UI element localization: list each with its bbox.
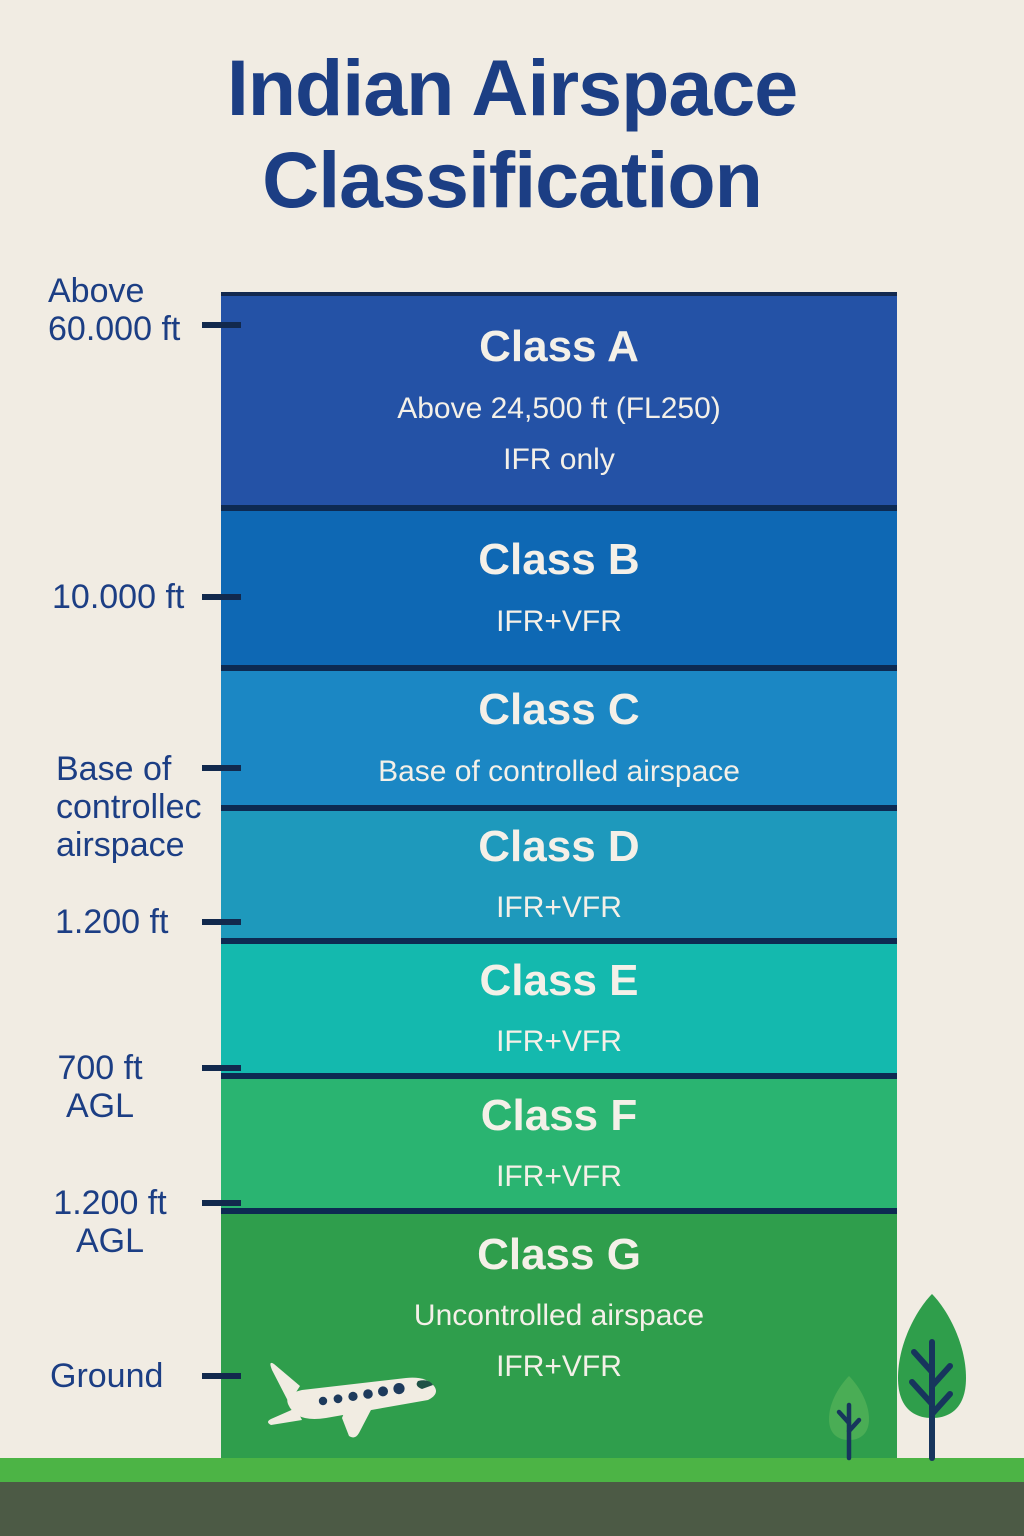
scale-label-line: controllec xyxy=(56,788,202,827)
band-subtitle: IFR+VFR xyxy=(496,891,622,925)
band-title: Class D xyxy=(478,821,640,871)
grass-strip xyxy=(0,1458,1024,1482)
scale-tick xyxy=(202,1065,241,1071)
page-title-line1: Indian Airspace xyxy=(226,43,798,132)
band-subtitle: Uncontrolled airspace xyxy=(413,1299,705,1333)
scale-label-line: airspace xyxy=(56,826,185,865)
scale-tick xyxy=(202,919,241,925)
scale-label: 10.000 ft xyxy=(52,578,212,616)
scale-label-line: Base of xyxy=(56,750,172,788)
scale-label-line: 1.200 ft xyxy=(53,1184,167,1222)
band-class-f: Class F IFR+VFR xyxy=(221,1073,897,1208)
band-subtitle: IFR+VFR xyxy=(496,1160,622,1194)
scale-label-line: AGL xyxy=(75,1222,145,1261)
band-title: Class A xyxy=(479,322,639,372)
scale-label-line: Above xyxy=(48,272,145,310)
scale-label: 1.200 ft xyxy=(55,903,205,941)
scale-tick xyxy=(202,1373,241,1379)
scale-tick xyxy=(202,322,241,328)
band-subtitle: Above 24,500 ft (FL250) xyxy=(397,391,721,425)
scale-tick xyxy=(202,594,241,600)
large-tree-icon xyxy=(898,1294,966,1461)
band-class-b: Class B IFR+VFR xyxy=(221,505,897,665)
scale-label-line: 1.200 ft xyxy=(55,903,169,941)
scale-tick xyxy=(202,1200,241,1206)
band-subtitle: IFR+VFR xyxy=(496,604,622,638)
scale-label-line: Ground xyxy=(50,1357,164,1395)
band-title: Class G xyxy=(477,1229,641,1279)
scale-label-line: 60.000 ft xyxy=(48,310,181,349)
band-class-e: Class E IFR+VFR xyxy=(221,938,897,1073)
airplane-icon xyxy=(268,1362,436,1438)
band-class-d: Class D IFR+VFR xyxy=(221,805,897,938)
band-title: Class B xyxy=(478,535,640,585)
scale-label: Ground xyxy=(50,1357,200,1395)
band-title: Class F xyxy=(480,1090,638,1140)
scale-tick xyxy=(202,765,241,771)
band-class-c: Class C Base of controlled airspace xyxy=(221,665,897,805)
band-title: Class C xyxy=(478,685,640,735)
band-subtitle: IFR only xyxy=(503,442,615,476)
band-title: Class E xyxy=(479,955,639,1005)
band-class-a: Class A Above 24,500 ft (FL250) IFR only xyxy=(221,296,897,505)
page-title-line2: Classification xyxy=(262,134,763,224)
band-subtitle: IFR+VFR xyxy=(496,1025,622,1059)
page-title: Indian Airspace Classification xyxy=(0,42,1024,225)
scale-label-line: 10.000 ft xyxy=(52,578,185,616)
band-subtitle: IFR+VFR xyxy=(496,1350,622,1384)
scale-label-line: AGL xyxy=(65,1087,135,1126)
ground-strip xyxy=(0,1482,1024,1536)
scale-label-line: 700 ft xyxy=(57,1049,143,1087)
small-tree-icon xyxy=(829,1376,869,1461)
band-subtitle: Base of controlled airspace xyxy=(378,754,740,788)
